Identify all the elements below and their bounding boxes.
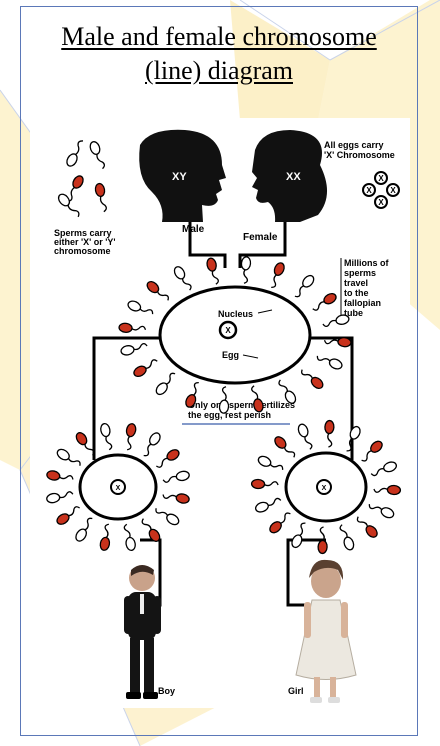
sperm-cell	[290, 521, 309, 549]
sperm-cell	[100, 423, 114, 451]
sperm-cell	[374, 485, 401, 495]
eggs-carry-line-2: 'X' Chromosome	[324, 150, 395, 160]
sperm-cell	[154, 448, 181, 470]
boy-label: Boy	[158, 686, 175, 696]
sperm-cell	[55, 447, 82, 469]
sperm-cell	[206, 257, 220, 285]
sperm-cell	[310, 292, 337, 313]
sperm-cell	[123, 423, 137, 451]
only-one-line-1: Only one sperm fertilizes	[188, 400, 295, 410]
sperm-cell	[299, 366, 325, 390]
sperm-cell	[55, 504, 82, 526]
sperm-cell	[46, 490, 74, 504]
sperm-cell	[122, 523, 136, 551]
egg-label: Egg	[222, 350, 239, 360]
nucleus-label: Nucleus	[218, 309, 253, 319]
millions-line-5: fallopian	[344, 298, 381, 308]
xx-label: XX	[286, 171, 301, 183]
sperm-cell	[322, 314, 350, 328]
sperm-cell	[74, 516, 96, 543]
millions-line-4: to the	[344, 288, 369, 298]
sperm-cell	[359, 439, 385, 463]
sperm-cell	[65, 139, 87, 168]
sperm-cell	[324, 420, 334, 447]
sperm-cell	[162, 490, 190, 504]
svg-text:X: X	[390, 186, 396, 195]
sperm-cell	[254, 496, 282, 513]
sperm-cell	[46, 470, 74, 484]
sperm-cell	[257, 454, 285, 473]
sperm-cell	[127, 299, 155, 318]
sperm-cell	[268, 510, 294, 534]
girl-label: Girl	[288, 686, 304, 696]
sperm-cell	[292, 273, 316, 299]
sperm-cell	[338, 523, 355, 551]
sperm-cell	[132, 357, 159, 378]
eggs-carry-line-1: All eggs carry	[324, 140, 384, 150]
sperm-cell	[56, 192, 81, 220]
girl-figure	[296, 560, 356, 703]
sperm-cell	[154, 504, 181, 526]
male-label: Male	[182, 224, 205, 235]
svg-text:X: X	[378, 198, 384, 207]
female-label: Female	[243, 232, 278, 243]
central-nucleus-x: X	[225, 326, 231, 335]
sperm-cell	[297, 423, 314, 451]
sperm-cell	[145, 279, 171, 303]
sperm-cell	[162, 470, 190, 484]
sperm-cell	[120, 342, 148, 356]
sperm-cell	[273, 435, 297, 461]
millions-line-1: Millions of	[344, 258, 389, 268]
sperm-cell	[154, 371, 178, 397]
x-eggs-letters: X X X X	[366, 174, 396, 207]
sperm-cell	[94, 183, 108, 213]
sperm-cell	[99, 523, 113, 551]
millions-line-3: travel	[344, 278, 368, 288]
boy-nucleus-x: X	[116, 485, 121, 492]
boy-figure	[124, 565, 161, 699]
svg-text:X: X	[378, 174, 384, 183]
sperm-cell	[89, 140, 107, 170]
svg-text:X: X	[366, 186, 372, 195]
sperm-cell	[316, 352, 344, 371]
sperms-carry-line-3: chromosome	[54, 246, 111, 256]
sperm-cell	[251, 479, 278, 489]
sperm-cell	[367, 500, 395, 519]
sperm-cell	[140, 431, 162, 458]
sperm-cell	[370, 460, 398, 477]
millions-line-2: sperms	[344, 268, 376, 278]
sperm-cell	[267, 261, 286, 289]
xy-label: XY	[172, 171, 187, 183]
girl-nucleus-x: X	[322, 485, 327, 492]
sperm-cell	[119, 323, 146, 335]
sperm-cell	[355, 514, 379, 540]
sperm-cell	[172, 265, 193, 292]
